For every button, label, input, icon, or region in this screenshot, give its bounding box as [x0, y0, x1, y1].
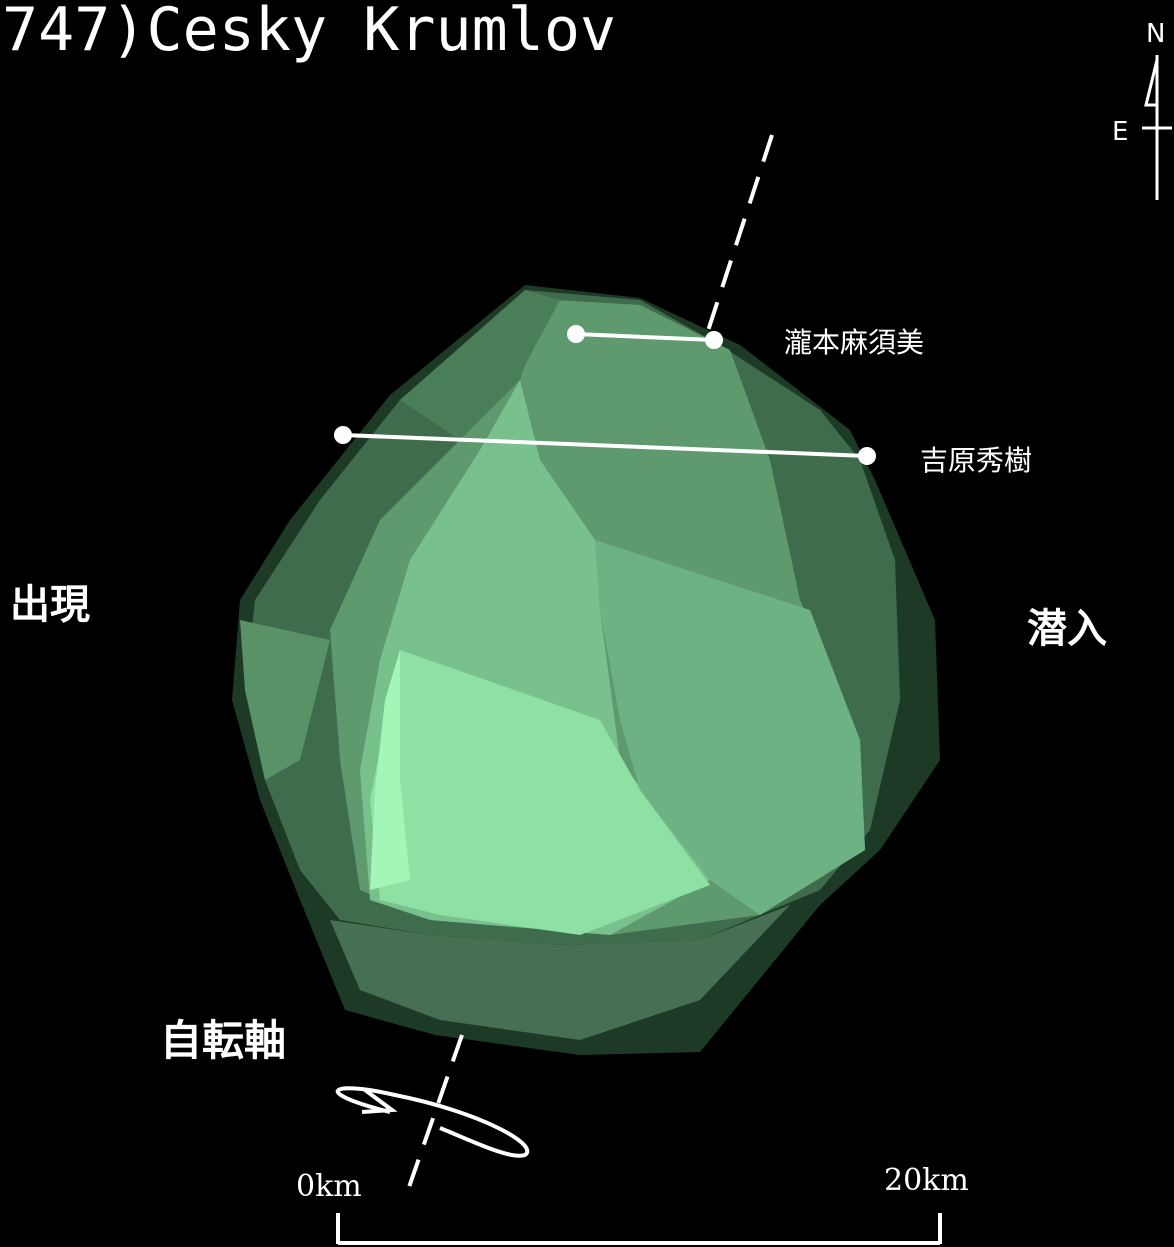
asteroid-facet: [240, 620, 330, 780]
rotation-direction-icon: [335, 1086, 530, 1158]
disappearance-label: 潜入: [1027, 606, 1107, 652]
observer-name: 吉原秀樹: [920, 444, 1032, 477]
scale-start-label: 0km: [296, 1169, 362, 1204]
rotation-axis-top: [703, 134, 774, 341]
asteroid-facet: [400, 290, 560, 440]
rotation-axis-label: 自転軸: [160, 1016, 286, 1065]
chord-start-dot: [334, 426, 352, 444]
asteroid-facet: [595, 540, 865, 915]
appearance-label: 出現: [10, 582, 90, 628]
scale-bar: 0km 20km: [296, 1163, 969, 1245]
observer-chord-1: 瀧本麻須美: [567, 325, 924, 359]
chord-line: [342, 433, 868, 458]
asteroid-facet: [330, 905, 790, 1040]
observer-name: 瀧本麻須美: [784, 326, 924, 359]
asteroid-facet: [370, 650, 710, 935]
scale-end-label: 20km: [884, 1163, 969, 1198]
compass: N E: [1112, 19, 1172, 200]
observer-chord-2: 吉原秀樹: [334, 426, 1032, 477]
chord-end-dot: [858, 447, 876, 465]
page-title: 747)Cesky Krumlov: [2, 0, 616, 65]
rotation-axis-bottom: [406, 1034, 464, 1191]
north-arrowhead-icon: [1144, 59, 1159, 107]
asteroid-shape: [232, 285, 940, 1055]
east-label: E: [1112, 117, 1128, 147]
chord-end-dot: [705, 331, 723, 349]
north-label: N: [1146, 19, 1165, 49]
chord-start-dot: [567, 325, 585, 343]
chord-line: [575, 332, 715, 342]
asteroid-facet: [370, 650, 410, 890]
